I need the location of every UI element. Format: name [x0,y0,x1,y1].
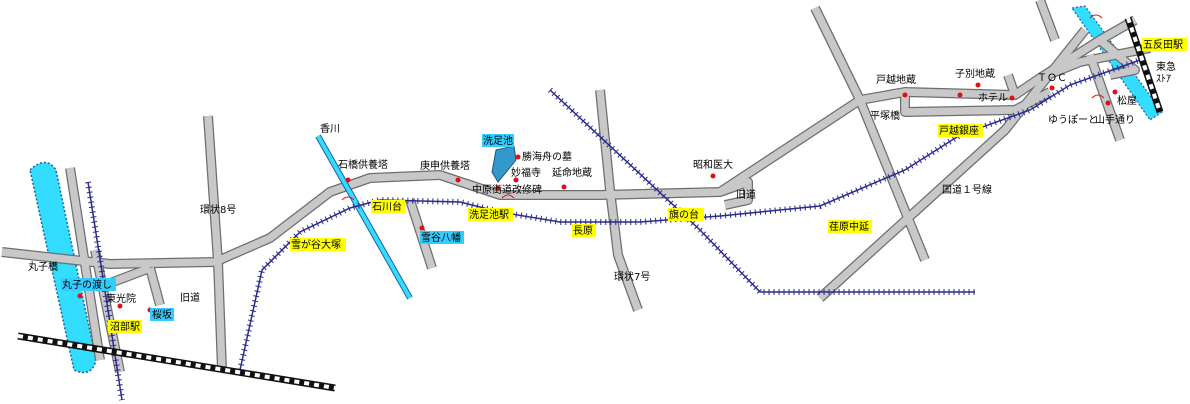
ikegami-line [237,57,1142,371]
label-gotanda-station[interactable]: 五反田駅 [1142,38,1187,51]
label-kyudo-right: 旧道 [736,188,756,201]
label-senzokuike-station-text: 洗足池駅 [469,208,509,221]
label-senzokuike-text: 洗足池 [483,134,513,147]
label-numabe-station[interactable]: 沼部駅 [108,320,142,333]
river-meguro [1070,5,1163,121]
label-gotanda-station-text: 五反田駅 [1143,39,1183,51]
label-nagahara[interactable]: 長原 [572,224,596,237]
label-tokyu-store-1: 東急 [1156,60,1176,73]
oimachi-line [547,87,975,295]
label-yukigaya-hachiman-text: 雪谷八幡 [421,231,461,244]
label-ishibashi-kuyoto: 石橋供養塔 [338,158,388,171]
label-hiratsukabashi: 平塚橋 [870,109,900,122]
label-matsuya: 松屋 [1117,94,1137,107]
label-sakurazaka-text: 桜坂 [152,308,172,321]
label-numabe-station-text: 沼部駅 [110,320,140,333]
label-hatanodai[interactable]: 旗の台 [668,208,704,221]
label-kanjo7: 環状7号 [614,270,650,283]
label-yukigaya-otsuka[interactable]: 雪が谷大塚 [290,238,346,251]
station-markers [341,14,1105,201]
label-togoshi-jizo: 戸越地蔵 [876,73,916,86]
label-kyudo-left: 旧道 [180,291,200,304]
label-ebara-nakanobu-text: 荏原中延 [829,220,869,233]
label-ishikawadai-text: 石川台 [372,200,402,213]
label-yuuborto: ゆうぽーと [1048,114,1098,126]
label-maruko-watashi: 丸子の渡し [61,278,116,291]
label-marukobashi: 丸子橋 [28,260,58,273]
label-katsu-kaishu: 勝海舟の墓 [522,150,572,163]
label-yukigaya-hachiman: 雪谷八幡 [420,231,464,244]
label-nagahara-text: 長原 [573,225,593,237]
label-hotel: ホテル [978,92,1008,104]
label-ishikawadai[interactable]: 石川台 [371,200,405,213]
label-nakahara-kaido: 中原街道改修碑 [472,183,542,196]
label-tokyu-store-2: ｽﾄｱ [1156,74,1171,85]
label-maruko-watashi-text: 丸子の渡し [62,278,112,291]
jr-railway-right [1124,16,1164,114]
label-sakurazaka: 桜坂 [150,308,174,321]
label-tokoin: 東光院 [106,292,136,305]
label-hatanodai-text: 旗の台 [669,208,699,221]
label-senzokuike-station[interactable]: 洗足池駅 [468,208,513,221]
label-koshin-kuyoto: 庚申供養塔 [420,159,470,172]
label-enmei-jizo: 延命地蔵 [552,166,592,179]
label-kanjo8: 環状8号 [200,203,236,216]
label-myofukuji: 妙福寺 [511,166,541,179]
label-senzokuike: 洗足池 [482,134,514,147]
label-kagawa: 香川 [320,123,340,135]
stream-kagawa [315,134,413,300]
label-togoshi-ginza-text: 戸越銀座 [939,124,979,137]
landmark-dots [77,82,1118,313]
label-showa-idai: 昭和医大 [693,158,733,171]
label-kokudo1: 国道１号線 [942,183,992,196]
label-togoshi-ginza[interactable]: 戸越銀座 [938,124,983,137]
label-yamanote-dori: 山手通り [1095,113,1135,126]
label-ebara-nakanobu[interactable]: 荏原中延 [828,220,872,233]
label-shiwake-jizo: 子別地蔵 [955,67,995,80]
jr-railway-left [17,332,336,392]
label-toc: ＴＯＣ [1037,73,1067,84]
label-yukigaya-otsuka-text: 雪が谷大塚 [291,238,341,251]
